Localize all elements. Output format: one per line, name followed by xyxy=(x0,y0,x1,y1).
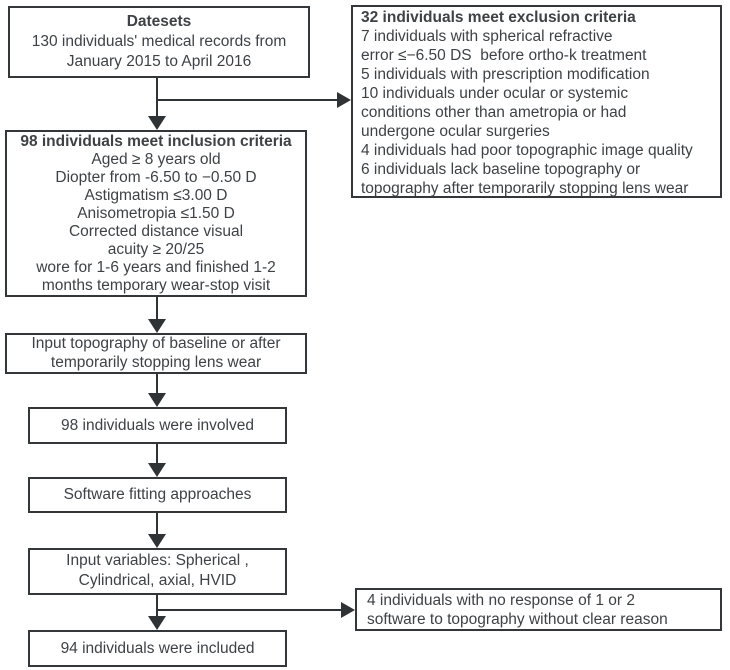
text-line: 4 individuals with no response of 1 or 2 xyxy=(367,592,635,609)
box-datasets: Datesets 130 individuals' medical record… xyxy=(8,6,310,78)
text-line: Input topography of baseline or after xyxy=(31,335,281,352)
text-line: undergone ocular surgeries xyxy=(361,123,550,140)
text-line: topography after temporarily stopping le… xyxy=(361,180,689,197)
text-line: error ≤−6.50 DS before ortho-k treatment xyxy=(361,47,647,64)
text-line: 4 individuals had poor topographic image… xyxy=(361,142,693,159)
box-individuals-included: 94 individuals were included xyxy=(28,630,287,667)
box-software-fitting: Software fitting approaches xyxy=(28,477,287,513)
text-line: temporarily stopping lens wear xyxy=(50,353,262,371)
box-no-response: 4 individuals with no response of 1 or 2… xyxy=(355,588,722,631)
text-line: Input variables: Spherical , xyxy=(66,552,249,569)
box-included-label: 94 individuals were included xyxy=(60,639,255,657)
text-line: 5 individuals with prescription modifica… xyxy=(361,66,650,83)
text-line: Corrected distance visual xyxy=(68,223,244,240)
text-line: 7 individuals with spherical refractive xyxy=(361,28,613,45)
text-line: acuity ≥ 20/25 xyxy=(107,241,205,258)
text-line: Diopter from -6.50 to −0.50 D xyxy=(55,169,257,186)
text-line: software to topography without clear rea… xyxy=(367,611,668,628)
box-inclusion-title: 98 individuals meet inclusion criteria xyxy=(20,133,292,150)
text-line: wore for 1-6 years and finished 1-2 xyxy=(36,259,276,276)
arrowhead-right-icon xyxy=(341,602,355,618)
text-line: 6 individuals lack baseline topography o… xyxy=(361,161,641,178)
text-line: January 2015 to April 2016 xyxy=(66,53,252,70)
arrowhead-down-icon xyxy=(148,534,166,548)
box-inclusion-criteria: 98 individuals meet inclusion criteria A… xyxy=(5,130,307,297)
text-line: months temporary wear-stop visit xyxy=(41,277,271,294)
text-line: Astigmatism ≤3.00 D xyxy=(84,187,228,204)
text-line: 10 individuals under ocular or systemic xyxy=(361,85,629,102)
arrowhead-down-icon xyxy=(148,463,166,477)
text-line: Aged ≥ 8 years old xyxy=(91,151,221,168)
connector-topography-to-involved xyxy=(156,374,158,395)
box-datasets-title: Datesets xyxy=(126,13,192,30)
connector-datasets-to-inclusion xyxy=(156,78,158,118)
connector-inclusion-to-topography xyxy=(156,297,158,321)
connector-software-to-variables xyxy=(156,512,158,536)
connector-variables-to-included xyxy=(156,594,158,618)
text-line: Anisometropia ≤1.50 D xyxy=(77,205,235,222)
box-software-label: Software fitting approaches xyxy=(63,486,252,503)
box-exclusion-title: 32 individuals meet exclusion criteria xyxy=(361,9,636,26)
box-input-variables: Input variables: Spherical , Cylindrical… xyxy=(28,548,287,595)
box-individuals-involved: 98 individuals were involved xyxy=(28,407,287,444)
text-line: Cylindrical, axial, HVID xyxy=(78,572,237,589)
arrowhead-right-icon xyxy=(337,92,351,108)
box-exclusion-criteria: 32 individuals meet exclusion criteria 7… xyxy=(351,5,722,198)
arrowhead-down-icon xyxy=(148,393,166,407)
text-line: 130 individuals' medical records from xyxy=(31,33,287,50)
arrowhead-down-icon xyxy=(148,116,166,130)
arrowhead-down-icon xyxy=(148,319,166,333)
arrowhead-down-icon xyxy=(148,616,166,630)
box-involved-label: 98 individuals were involved xyxy=(60,416,254,434)
connector-branch-to-no-response xyxy=(156,609,344,611)
text-line: conditions other than ametropia or had xyxy=(361,104,627,121)
box-input-topography: Input topography of baseline or after te… xyxy=(5,333,307,374)
connector-involved-to-software xyxy=(156,443,158,465)
connector-branch-to-exclusion xyxy=(156,99,340,101)
